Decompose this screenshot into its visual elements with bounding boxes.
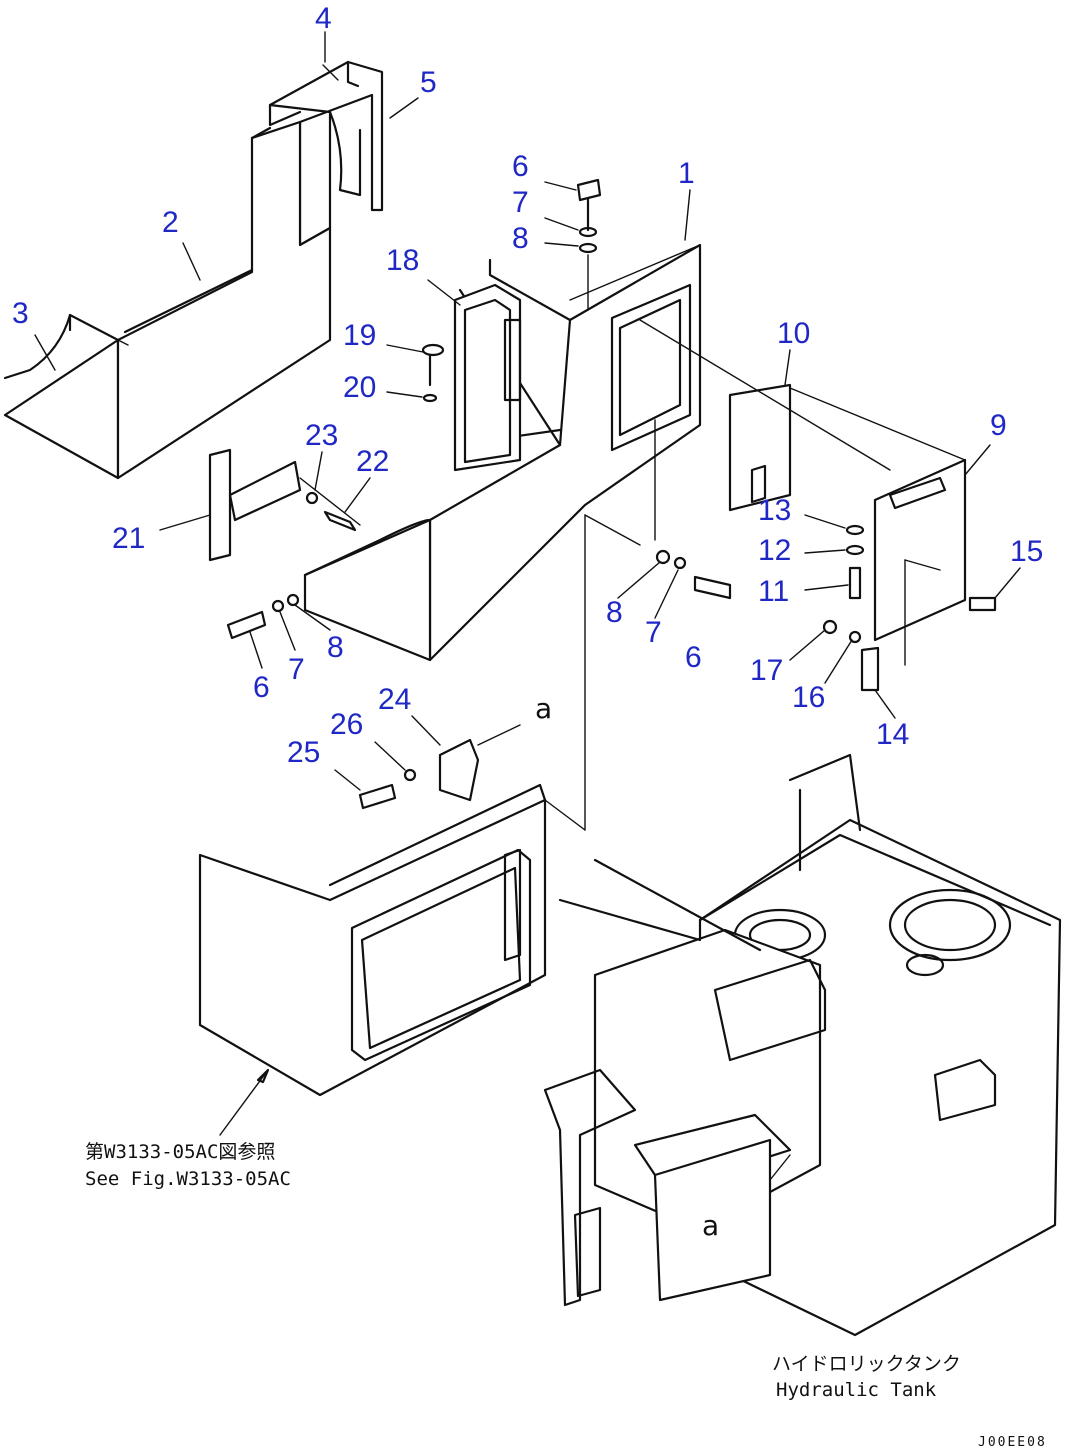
callout-8-left: 8 <box>327 631 344 664</box>
part-21-hinge <box>208 448 361 562</box>
part-1-main-cover <box>303 243 702 662</box>
reference-note-jp: 第W3133-05AC図参照 <box>85 1141 275 1163</box>
callout-11: 11 <box>758 575 789 608</box>
tank-label-en: Hydraulic Tank <box>776 1379 937 1401</box>
callout-7-mid: 7 <box>645 616 662 649</box>
part-4-5-bracket <box>268 60 384 247</box>
callout-5: 5 <box>420 66 437 99</box>
callout-leaders <box>34 31 1021 791</box>
hydraulic-tank <box>698 753 1062 1337</box>
annotations: a a 第W3133-05AC図参照 See Fig.W3133-05AC ハイ… <box>85 692 1047 1450</box>
callout-23: 23 <box>305 419 338 452</box>
callout-4: 4 <box>315 2 332 35</box>
lower-door-cover <box>198 783 547 1136</box>
tank-label-jp: ハイドロリックタンク <box>772 1353 961 1375</box>
leader-lines <box>544 319 941 831</box>
part-9-panel <box>789 387 967 642</box>
fasteners <box>226 178 997 692</box>
callout-8-mid: 8 <box>606 596 623 629</box>
callout-24: 24 <box>378 683 411 716</box>
callout-17: 17 <box>750 654 783 687</box>
callout-8-top: 8 <box>512 222 529 255</box>
part-10-plate <box>728 383 792 512</box>
part-2-3-long-cover <box>3 120 332 480</box>
callout-15: 15 <box>1010 535 1043 568</box>
callout-21: 21 <box>112 522 145 555</box>
part-24-latch <box>358 724 521 810</box>
callout-12: 12 <box>758 534 791 567</box>
callout-7-top: 7 <box>512 186 529 219</box>
callout-3: 3 <box>12 297 29 330</box>
callout-6-mid: 6 <box>685 641 702 674</box>
callout-16: 16 <box>792 681 825 714</box>
drawing-code: J00EE08 <box>978 1435 1047 1450</box>
callout-9: 9 <box>990 409 1007 442</box>
callout-14: 14 <box>876 718 909 751</box>
marker-a-lower: a <box>702 1209 719 1242</box>
frame-structure <box>543 858 827 1307</box>
callout-1: 1 <box>678 157 695 190</box>
marker-a-upper: a <box>535 692 552 725</box>
callout-25: 25 <box>287 736 320 769</box>
callout-10: 10 <box>777 317 810 350</box>
callouts: 4 5 2 3 6 7 8 1 18 19 20 10 9 23 22 21 1… <box>12 2 1043 769</box>
callout-18: 18 <box>386 244 419 277</box>
callout-19: 19 <box>343 319 376 352</box>
callout-7-left: 7 <box>288 653 305 686</box>
callout-26: 26 <box>330 708 363 741</box>
callout-22: 22 <box>356 445 389 478</box>
reference-note-en: See Fig.W3133-05AC <box>85 1168 291 1190</box>
callout-6-left: 6 <box>253 671 270 704</box>
part-18-duct <box>453 283 522 472</box>
callout-2: 2 <box>162 206 179 239</box>
callout-20: 20 <box>343 371 376 404</box>
callout-6-top: 6 <box>512 150 529 183</box>
callout-13: 13 <box>758 494 791 527</box>
